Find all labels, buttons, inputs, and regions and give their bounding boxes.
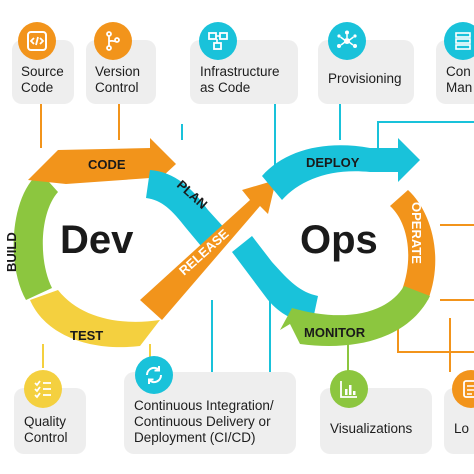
connector-config-management <box>377 121 474 148</box>
stage-label-test: TEST <box>70 328 103 343</box>
bar-chart-icon <box>330 370 368 408</box>
network-blocks-icon <box>199 22 237 60</box>
stage-label-deploy: DEPLOY <box>306 155 360 170</box>
ops-word: Ops <box>300 218 378 262</box>
quality-control-label: Quality Control <box>24 414 68 445</box>
git-branch-icon <box>94 22 132 60</box>
provisioning-label: Provisioning <box>328 71 402 86</box>
build-segment <box>13 172 58 300</box>
deploy-segment <box>262 138 420 200</box>
lower-cross-segment <box>232 236 318 324</box>
stack-icon <box>444 22 474 60</box>
operate-segment <box>390 190 436 300</box>
logs-label: Lo <box>454 421 470 436</box>
cycle-arrows-icon <box>135 356 173 394</box>
code-segment <box>28 138 176 188</box>
checklist-icon <box>24 370 62 408</box>
stage-label-operate: OPERATE <box>409 202 424 264</box>
code-brackets-icon <box>18 22 56 60</box>
infrastructure-as-code-label: Infrastructure as Code <box>200 64 280 95</box>
connector-operate-3 <box>397 318 474 353</box>
stage-label-monitor: MONITOR <box>304 325 366 340</box>
plan-segment <box>146 170 228 252</box>
log-icon <box>452 370 474 408</box>
dev-word: Dev <box>60 218 134 262</box>
config-management-label: Con Man <box>446 64 473 95</box>
monitor-segment <box>280 286 430 346</box>
stage-label-code: CODE <box>88 157 126 172</box>
stage-label-build: BUILD <box>4 232 19 272</box>
version-control-label: Version Control <box>95 64 141 95</box>
visualizations-label: Visualizations <box>330 421 413 436</box>
source-code-label: Source Code <box>21 64 64 95</box>
test-segment <box>30 290 160 348</box>
hub-nodes-icon <box>328 22 366 60</box>
card-version-control: Version Control <box>86 40 156 104</box>
ci-cd-label: Continuous Integration/ Continuous Deliv… <box>134 398 274 445</box>
release-segment <box>140 180 276 320</box>
